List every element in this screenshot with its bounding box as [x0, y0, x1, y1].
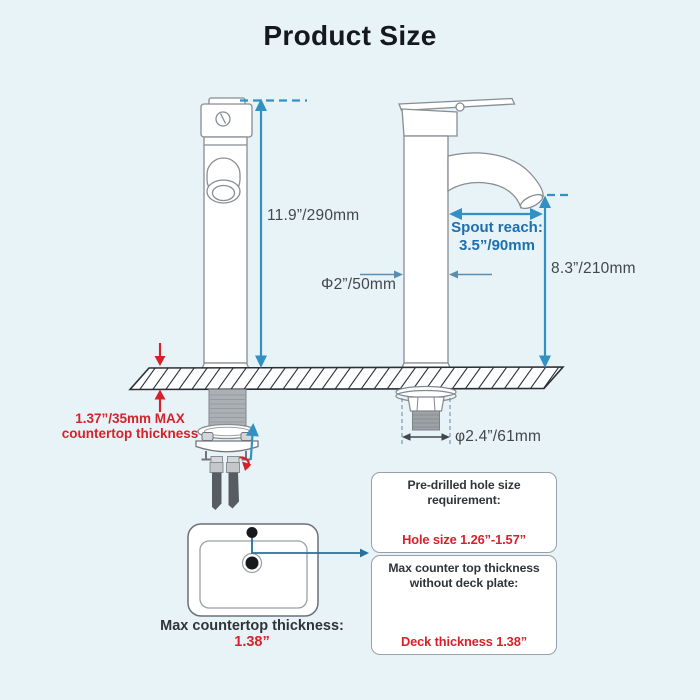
- sink-illustration: [187, 523, 369, 617]
- spout-reach-value: 3.5”/90mm: [459, 237, 535, 254]
- body-diameter-arrows: [360, 270, 492, 279]
- page-title: Product Size: [263, 20, 437, 51]
- countertop-thickness-arrows: [154, 343, 166, 412]
- deck-thickness-info-box: Max counter top thickness without deck p…: [371, 555, 557, 655]
- spout-height-label: 8.3”/210mm: [551, 260, 636, 277]
- right-faucet-illustration: [398, 97, 544, 373]
- countertop-illustration: [128, 366, 565, 391]
- spout-reach-title: Spout reach:: [451, 219, 543, 236]
- base-diameter-arrow: [402, 433, 450, 441]
- deck-thickness-title-line2: without deck plate:: [409, 575, 519, 590]
- spout-height-dimension-arrow: [539, 195, 551, 368]
- countertop-hatch: [130, 367, 563, 390]
- body-diameter-label: Φ2”/50mm: [321, 276, 397, 293]
- deck-thickness-title-line1: Max counter top thickness: [388, 561, 540, 575]
- base-diameter-label: φ2.4”/61mm: [455, 428, 542, 445]
- deck-thickness-value: Deck thickness 1.38”: [400, 634, 528, 649]
- faucet-height-label: 11.9”/290mm: [267, 207, 360, 224]
- hole-size-title: Pre-drilled hole size requirement:: [407, 478, 521, 507]
- sink-caption: Max countertop thickness: 1.38”: [157, 618, 347, 650]
- countertop-max-line2: countertop thickness: [61, 425, 199, 441]
- faucet-hole-dot: [246, 527, 258, 538]
- hole-size-value: Hole size 1.26”-1.57”: [402, 532, 526, 547]
- countertop-max-thickness-label: 1.37”/35mm MAX countertop thickness: [35, 411, 225, 441]
- spout-reach-label: Spout reach: 3.5”/90mm: [447, 219, 547, 255]
- sink-pointer-arrow: [251, 538, 369, 558]
- lift-up-arrow: [245, 423, 259, 461]
- spout-reach-arrow: [449, 193, 569, 220]
- left-faucet-illustration: [200, 97, 253, 372]
- sink-caption-value: 1.38”: [234, 634, 270, 650]
- mounting-hardware-illustration: [195, 389, 259, 510]
- height-dimension-arrow: [240, 98, 307, 368]
- drain-hole-dot: [245, 556, 259, 570]
- hole-size-info-box: Pre-drilled hole size requirement: Hole …: [371, 472, 557, 553]
- supply-hoses: [209, 456, 240, 510]
- drain-base-illustration: [395, 385, 457, 444]
- sink-caption-label: Max countertop thickness:: [160, 618, 344, 634]
- countertop-max-line1: 1.37”/35mm MAX: [75, 411, 185, 426]
